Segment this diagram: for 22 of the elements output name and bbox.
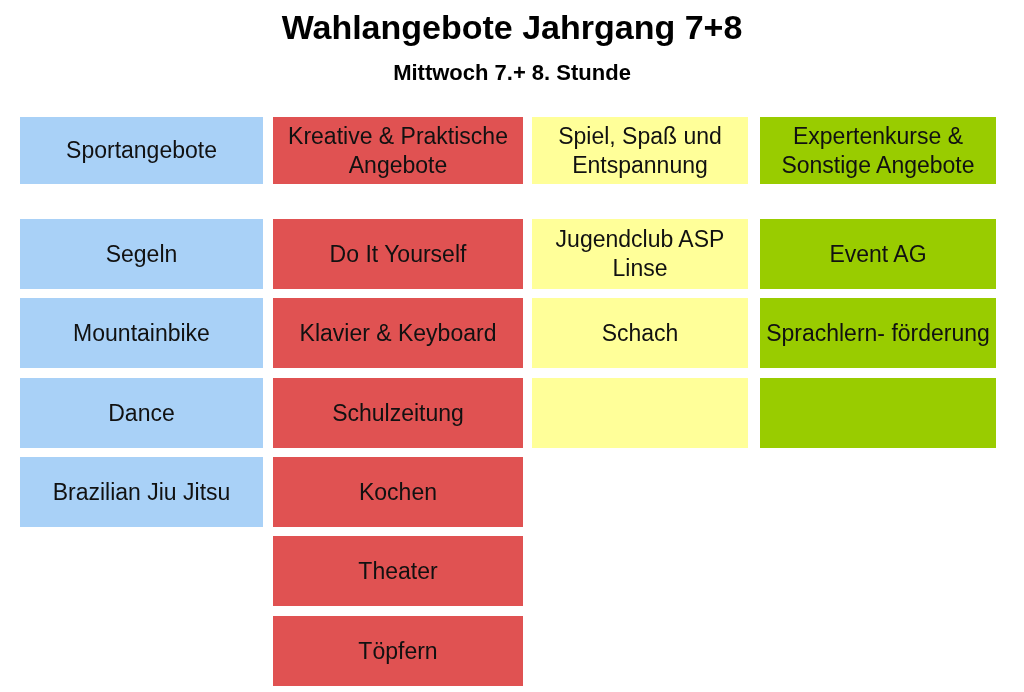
category-header: Spiel, Spaß und Entspannung [532,117,748,184]
course-box: Theater [273,536,523,606]
course-box: Dance [20,378,263,448]
course-box: Event AG [760,219,996,289]
course-box: Jugendclub ASP Linse [532,219,748,289]
course-box: Kochen [273,457,523,527]
course-box: Schach [532,298,748,368]
course-box: Schulzeitung [273,378,523,448]
course-box: Töpfern [273,616,523,686]
category-header: Expertenkurse & Sonstige Angebote [760,117,996,184]
course-box: Klavier & Keyboard [273,298,523,368]
course-box: Do It Yourself [273,219,523,289]
category-header: Sportangebote [20,117,263,184]
empty-box [532,378,748,448]
empty-box [760,378,996,448]
course-box: Segeln [20,219,263,289]
category-header: Kreative & Praktische Angebote [273,117,523,184]
course-box: Mountainbike [20,298,263,368]
subtitle: Mittwoch 7.+ 8. Stunde [392,60,632,86]
course-box: Sprachlern- förderung [760,298,996,368]
course-box: Brazilian Jiu Jitsu [20,457,263,527]
title: Wahlangebote Jahrgang 7+8 [280,8,744,47]
